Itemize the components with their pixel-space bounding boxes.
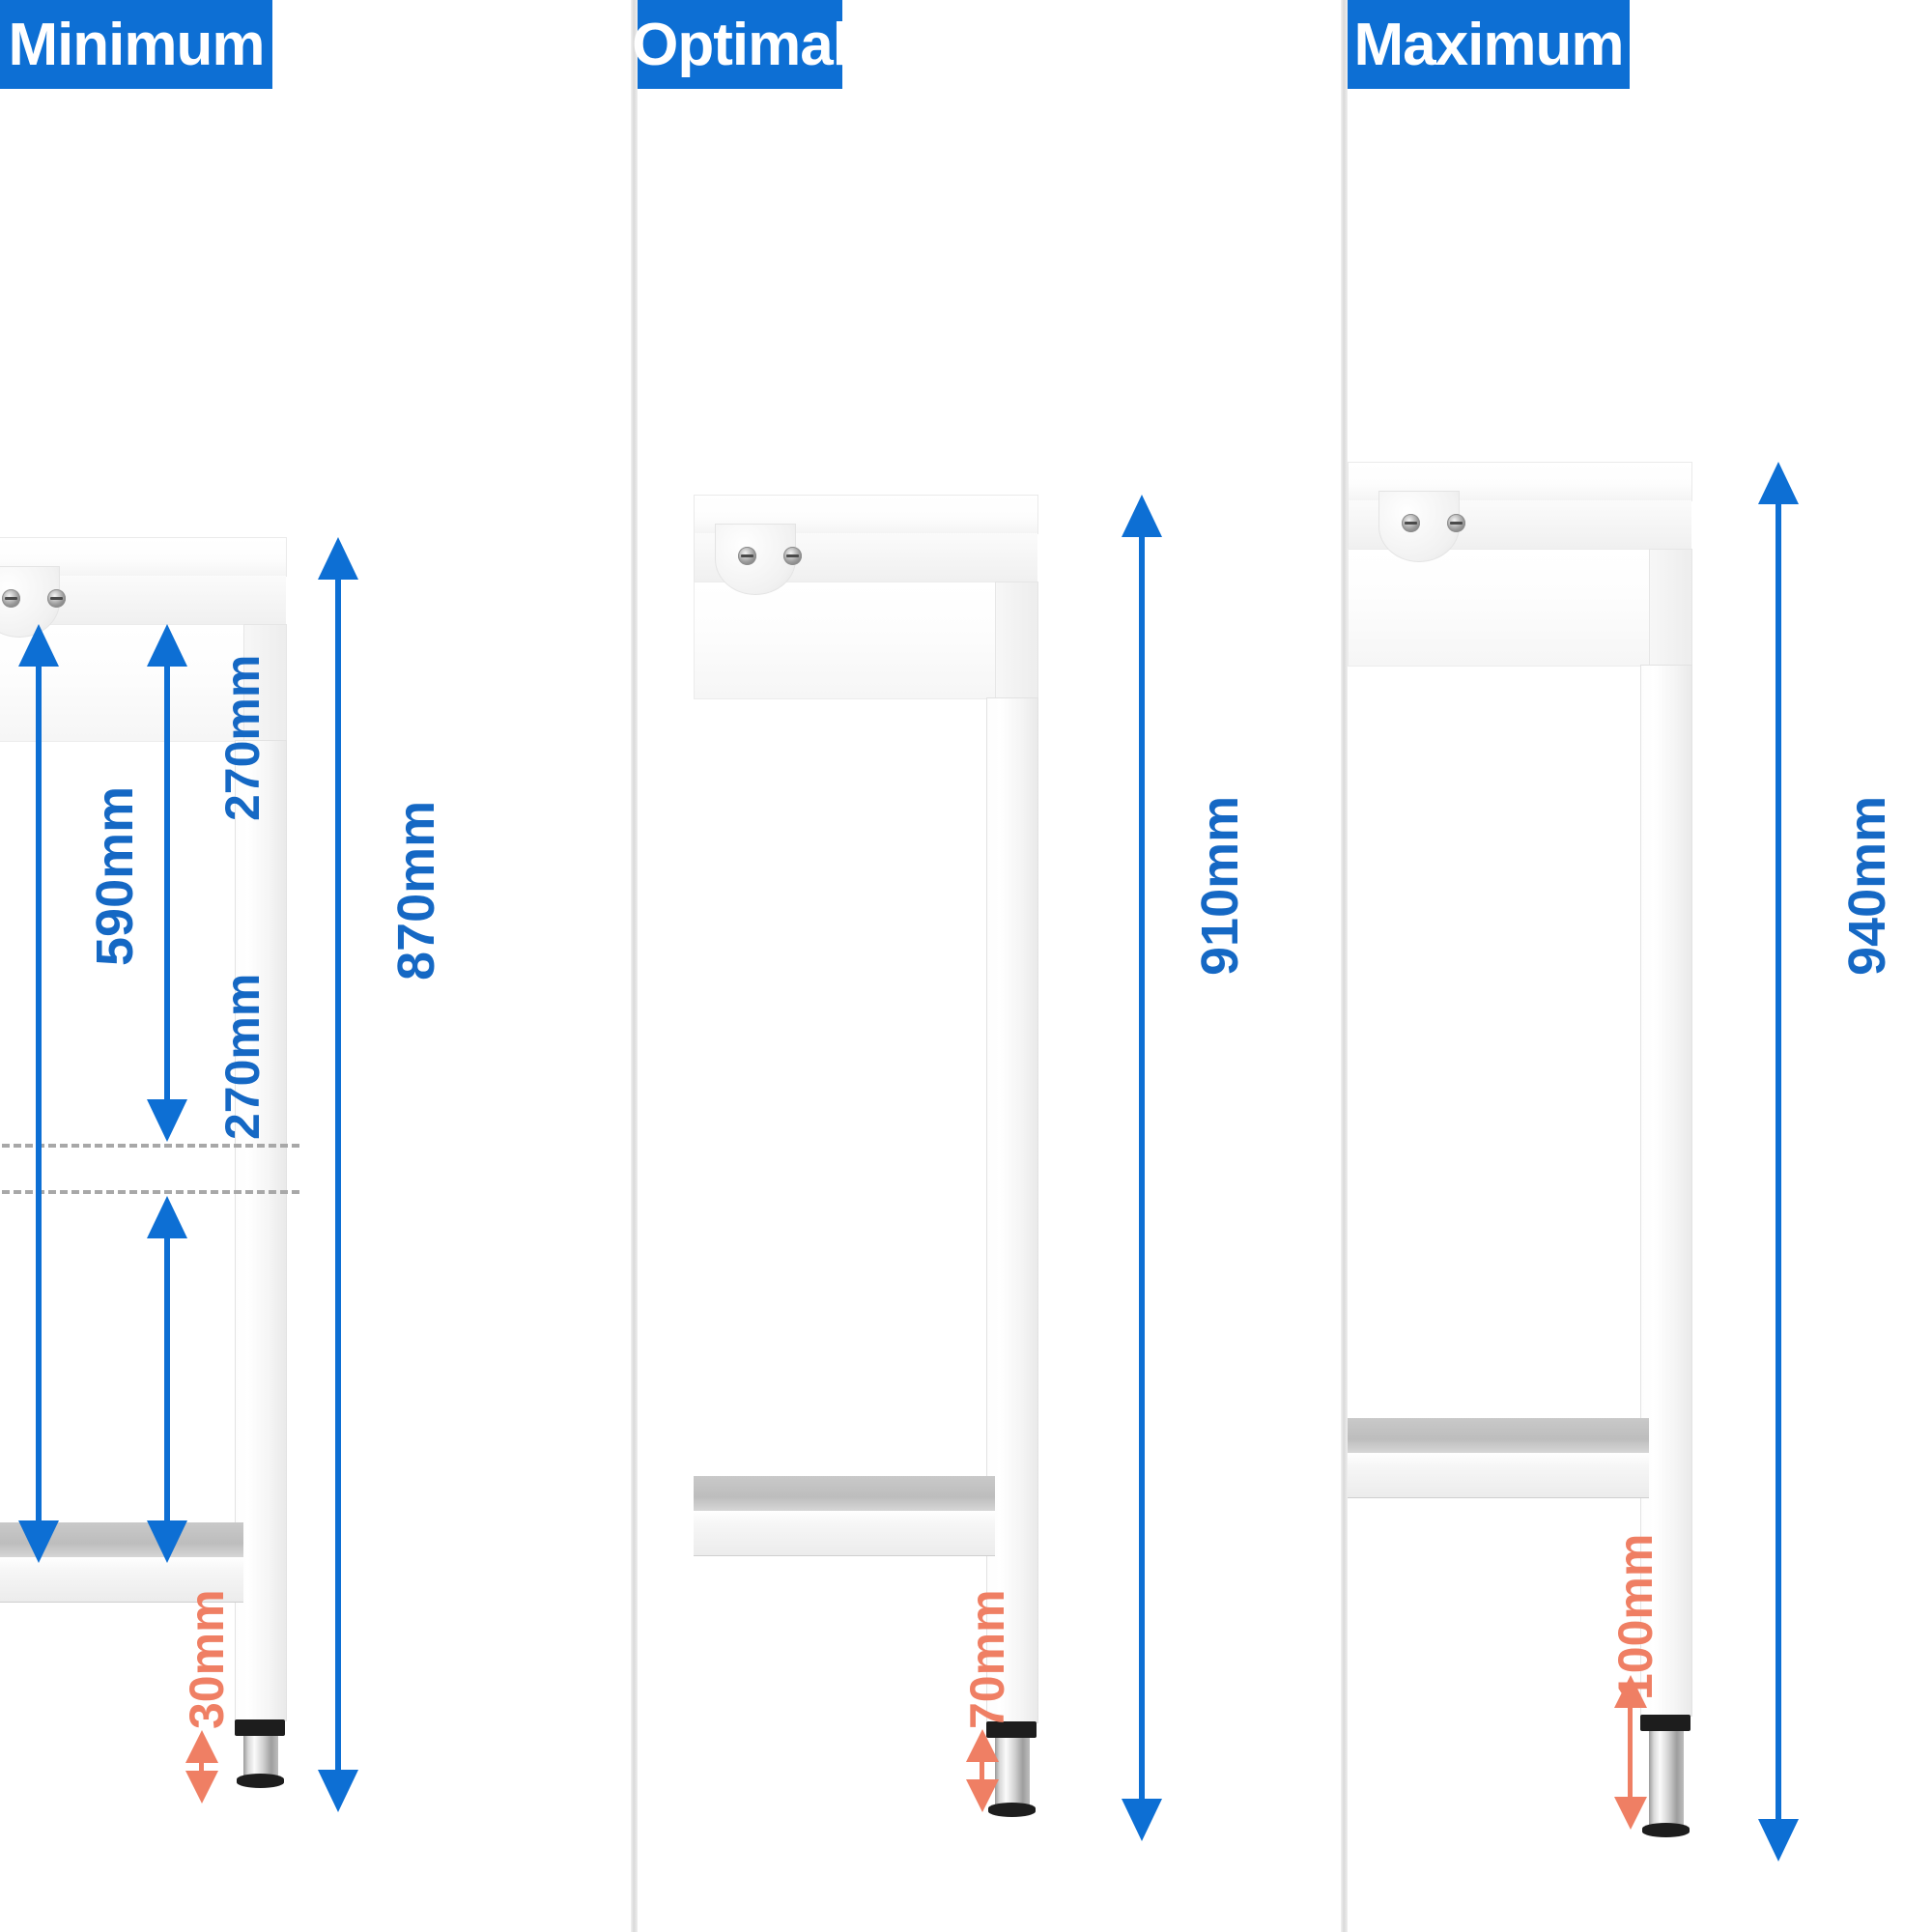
shelf-top-surface-maximum [1348, 1418, 1649, 1453]
apron-side-optimal [995, 582, 1038, 699]
dim-870-arrow-top [318, 537, 358, 580]
foot-collar-maximum [1640, 1715, 1690, 1731]
reference-dashline-lower-minimum [0, 1190, 299, 1194]
dim-910-arrow-top [1122, 495, 1162, 537]
dim-70-line [980, 1760, 984, 1781]
reference-dashline-upper-minimum [0, 1144, 299, 1148]
badge-maximum: Maximum [1348, 0, 1630, 89]
apron-optimal [694, 582, 997, 699]
foot-tube-minimum [243, 1736, 278, 1778]
dim-label-100: 100mm [1608, 1533, 1662, 1700]
mount-screw-right-maximum [1447, 514, 1465, 532]
dim-590-arrow-bottom [18, 1520, 59, 1563]
dim-270-lower-line [164, 1235, 170, 1520]
foot-tube-optimal [995, 1738, 1030, 1807]
dim-label-30: 30mm [180, 1589, 234, 1729]
dim-590-arrow-top [18, 624, 59, 667]
mount-screw-left-optimal [738, 547, 756, 565]
dim-30-arrow-top [185, 1730, 218, 1763]
dim-270-lower-arrow-bottom [147, 1520, 187, 1563]
dim-label-270-upper: 270mm [215, 654, 270, 821]
foot-base-maximum [1642, 1823, 1690, 1837]
dim-270-upper-line [164, 663, 170, 1099]
dim-30-line [199, 1761, 204, 1773]
badge-optimal: Optimal [632, 0, 849, 89]
dim-270-lower-arrow-top [147, 1196, 187, 1238]
column-divider-2 [1341, 0, 1348, 1932]
dim-940-line [1776, 500, 1781, 1819]
leg-optimal [986, 697, 1038, 1723]
shelf-front-face-optimal [694, 1511, 995, 1556]
dim-870-arrow-bottom [318, 1770, 358, 1812]
shelf-top-surface-optimal [694, 1476, 995, 1511]
dim-30-arrow-bottom [185, 1771, 218, 1804]
dim-870-line [335, 576, 341, 1770]
foot-collar-optimal [986, 1721, 1037, 1738]
dim-label-940: 940mm [1838, 795, 1896, 976]
column-divider-1 [631, 0, 638, 1932]
dim-70-arrow-bottom [966, 1779, 999, 1812]
dim-label-270-lower: 270mm [215, 973, 270, 1140]
dim-940-arrow-top [1758, 462, 1799, 504]
mount-screw-left-minimum [2, 589, 20, 608]
dim-940-arrow-bottom [1758, 1819, 1799, 1861]
leg-maximum [1640, 665, 1692, 1717]
mount-screw-left-maximum [1402, 514, 1420, 532]
dim-910-arrow-bottom [1122, 1799, 1162, 1841]
foot-tube-maximum [1649, 1731, 1684, 1831]
dim-100-arrow-bottom [1614, 1797, 1647, 1830]
mount-screw-right-optimal [783, 547, 802, 565]
dim-label-870: 870mm [387, 800, 445, 980]
dim-100-line [1628, 1706, 1633, 1799]
apron-maximum [1348, 549, 1651, 667]
dim-label-910: 910mm [1191, 795, 1249, 976]
foot-base-optimal [988, 1803, 1036, 1817]
dim-label-70: 70mm [960, 1589, 1014, 1729]
tabletop-maximum [1348, 462, 1692, 501]
shelf-front-face-minimum [0, 1557, 243, 1603]
shelf-front-face-maximum [1348, 1453, 1649, 1498]
dim-label-590: 590mm [86, 785, 144, 966]
badge-minimum: Minimum [0, 0, 272, 89]
dim-70-arrow-top [966, 1729, 999, 1762]
dim-270-upper-arrow-bottom [147, 1099, 187, 1142]
dim-910-line [1139, 533, 1145, 1799]
leg-minimum [235, 740, 287, 1721]
dim-590-line [36, 663, 42, 1520]
dim-100-arrow-top [1614, 1675, 1647, 1708]
apron-side-maximum [1649, 549, 1692, 667]
foot-collar-minimum [235, 1719, 285, 1736]
apron-side-minimum [243, 624, 287, 742]
dim-270-upper-arrow-top [147, 624, 187, 667]
mount-screw-right-minimum [47, 589, 66, 608]
foot-base-minimum [237, 1774, 284, 1788]
